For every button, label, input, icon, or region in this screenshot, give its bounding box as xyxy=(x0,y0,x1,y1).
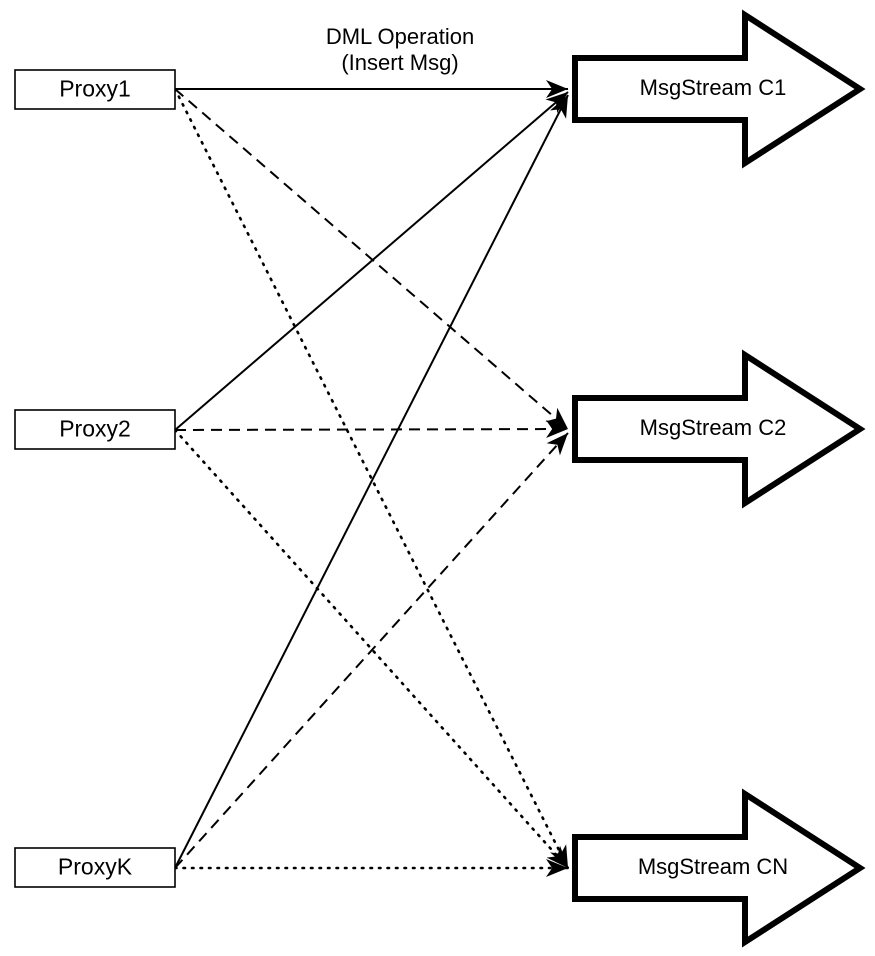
streams-layer: MsgStream C1 MsgStream C2 MsgStream CN xyxy=(572,9,866,948)
edge-proxy2-to-c1 xyxy=(174,91,569,431)
node-box xyxy=(14,847,176,888)
stream-msgstream-c2: MsgStream C2 xyxy=(572,349,866,509)
caption-layer: DML Operation (Insert Msg) xyxy=(326,24,474,75)
arrowheads-layer xyxy=(545,80,568,877)
stream-arrow-shape xyxy=(572,788,866,948)
stream-label: MsgStream C1 xyxy=(640,75,787,100)
arrowhead-proxyk-to-c2 xyxy=(546,433,568,456)
arrowhead-proxyk-to-cn xyxy=(546,859,568,877)
stream-msgstream-c1: MsgStream C1 xyxy=(572,9,866,169)
arrowhead-proxy2-to-c2 xyxy=(545,420,568,439)
arrowhead-proxyk-to-c1 xyxy=(550,95,568,119)
node-label: Proxy2 xyxy=(59,416,131,442)
arrowhead-proxy2-to-c1 xyxy=(545,92,568,114)
node-box xyxy=(14,69,176,110)
dml-operation-caption-line2: (Insert Msg) xyxy=(341,50,458,75)
stream-label: MsgStream C2 xyxy=(640,415,787,440)
stream-arrow-shape xyxy=(572,349,866,509)
node-label: Proxy1 xyxy=(59,76,131,102)
node-label: ProxyK xyxy=(58,854,133,880)
arrowhead-proxy1-to-c1 xyxy=(546,80,568,98)
edge-proxyk-to-c2 xyxy=(174,432,569,869)
edge-proxy2-to-c2 xyxy=(174,428,569,431)
node-proxy1: Proxy1 xyxy=(14,69,176,110)
edge-proxyk-to-c1 xyxy=(174,94,569,869)
edge-proxy2-to-cn xyxy=(173,428,570,870)
arrowhead-proxy1-to-c2 xyxy=(545,407,568,429)
node-proxyk: ProxyK xyxy=(14,847,176,888)
node-proxy2: Proxy2 xyxy=(14,409,176,450)
stream-msgstream-cn: MsgStream CN xyxy=(572,788,866,948)
arrowhead-proxy2-to-cn xyxy=(546,845,568,868)
stream-label: MsgStream CN xyxy=(638,854,788,879)
edge-proxy1-to-cn xyxy=(173,87,570,870)
node-box xyxy=(14,409,176,450)
edges-layer xyxy=(173,87,570,870)
dml-operation-caption-line1: DML Operation xyxy=(326,24,474,49)
stream-arrow-shape xyxy=(572,9,866,169)
edge-proxy1-to-c2 xyxy=(174,88,569,430)
